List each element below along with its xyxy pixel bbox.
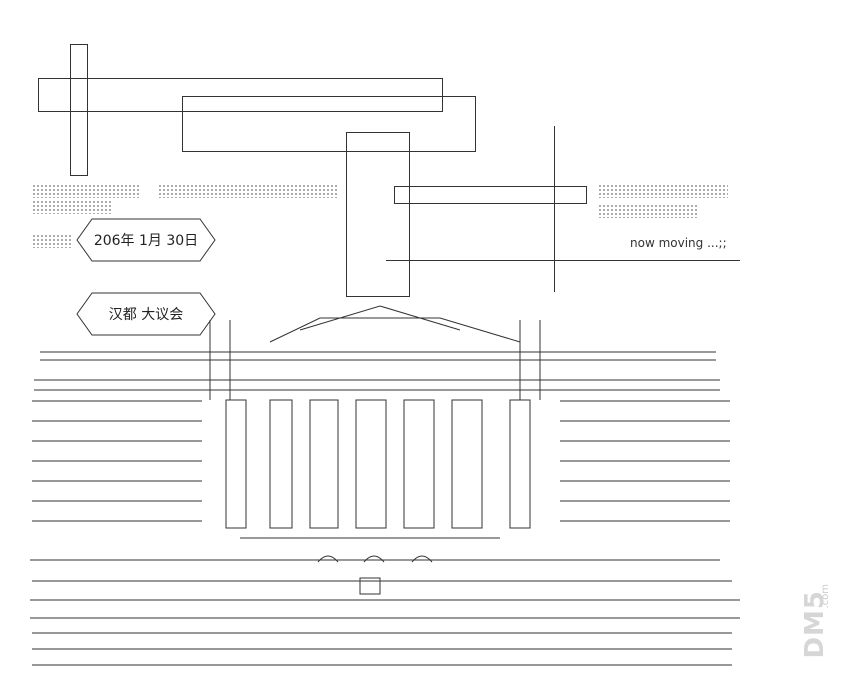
place-label: 汉都 大议会	[108, 307, 184, 323]
dot-texture-6	[32, 234, 72, 248]
dot-texture-5	[598, 204, 698, 218]
date-label: 206年 1月 30日	[93, 233, 199, 249]
art-frame-4	[346, 132, 410, 297]
art-hline-1	[386, 260, 740, 261]
status-text: now moving ...;;	[630, 236, 727, 250]
dot-texture-1	[32, 184, 140, 198]
dot-texture-3	[32, 200, 112, 214]
dot-texture-2	[158, 184, 338, 198]
hexagon-outline-icon	[76, 218, 216, 262]
art-frame-3	[182, 96, 476, 152]
date-hexagon: 206年 1月 30日	[76, 218, 216, 262]
place-hexagon: 汉都 大议会	[76, 292, 216, 336]
hexagon-outline-icon	[76, 292, 216, 336]
art-frame-5	[394, 186, 587, 204]
art-vline-1	[554, 126, 555, 292]
art-frame-2	[38, 78, 443, 112]
dot-texture-4	[598, 184, 728, 198]
watermark-domain: .com	[820, 584, 831, 609]
watermark: DM5 .com	[796, 580, 836, 680]
art-frame-1	[70, 44, 88, 176]
